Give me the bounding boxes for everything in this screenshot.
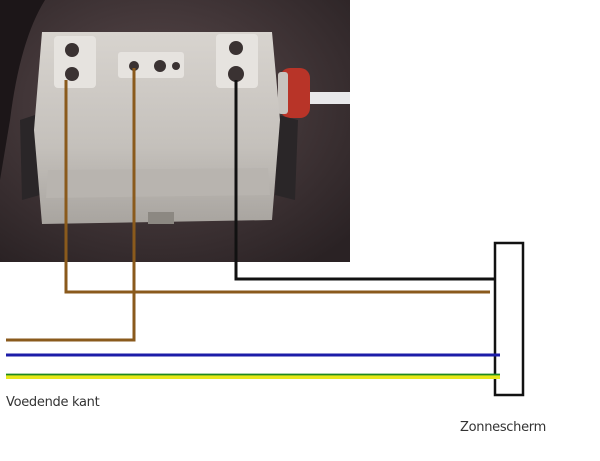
wire-black — [234, 80, 495, 281]
motor-label: Zonnescherm — [460, 420, 546, 435]
switch-photo — [0, 0, 350, 262]
switch-bracket-right — [275, 115, 298, 200]
terminal-block-left — [54, 36, 96, 88]
wire-brown-1 — [64, 80, 490, 294]
terminal-block-right — [216, 34, 258, 88]
motor-box — [493, 241, 525, 397]
wire-brown-2 — [6, 68, 136, 342]
feed-side-label: Voedende kant — [6, 395, 100, 410]
photo-shadow-left — [0, 0, 45, 180]
screwdriver-shaft — [300, 92, 350, 104]
